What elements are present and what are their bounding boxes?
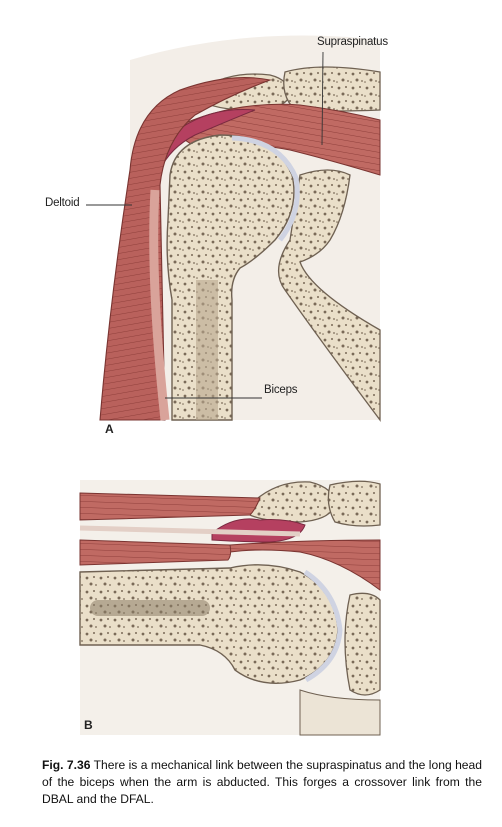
supraspinatus-muscle-b [229, 539, 381, 591]
figure-number: Fig. 7.36 [42, 758, 91, 772]
clavicle-bone [283, 66, 381, 112]
articular-cartilage [231, 135, 300, 242]
panel-b-illustration [79, 480, 381, 736]
panel-a-illustration [86, 35, 381, 422]
caption-text: There is a mechanical link between the s… [42, 758, 482, 806]
scapula-body-b [299, 689, 381, 736]
figure-caption: Fig. 7.36 There is a mechanical link bet… [42, 757, 482, 808]
articular-cartilage-b [303, 569, 343, 683]
clavicle-bone-b [327, 480, 381, 527]
biceps-long-head-b [79, 539, 232, 566]
supraspinatus-leader [321, 51, 324, 146]
deltoid-muscle [99, 76, 272, 421]
scapula-bone [278, 169, 381, 422]
deltoid-muscle-b [79, 492, 261, 521]
medullary-canal-b [90, 600, 210, 616]
supraspinatus-label: Supraspinatus [317, 36, 388, 48]
medullary-canal [196, 280, 218, 420]
subacromial-bursa [159, 108, 256, 171]
tendon-band-b [79, 525, 301, 537]
anatomy-figure: Supraspinatus Deltoid Biceps A B [45, 35, 388, 736]
panel-letter-a: A [105, 422, 114, 436]
panel-letter-b: B [84, 718, 93, 732]
deltoid-label: Deltoid [45, 197, 80, 209]
biceps-long-head [149, 189, 170, 421]
scapula-bone-b [344, 592, 381, 696]
biceps-label: Biceps [264, 384, 298, 396]
